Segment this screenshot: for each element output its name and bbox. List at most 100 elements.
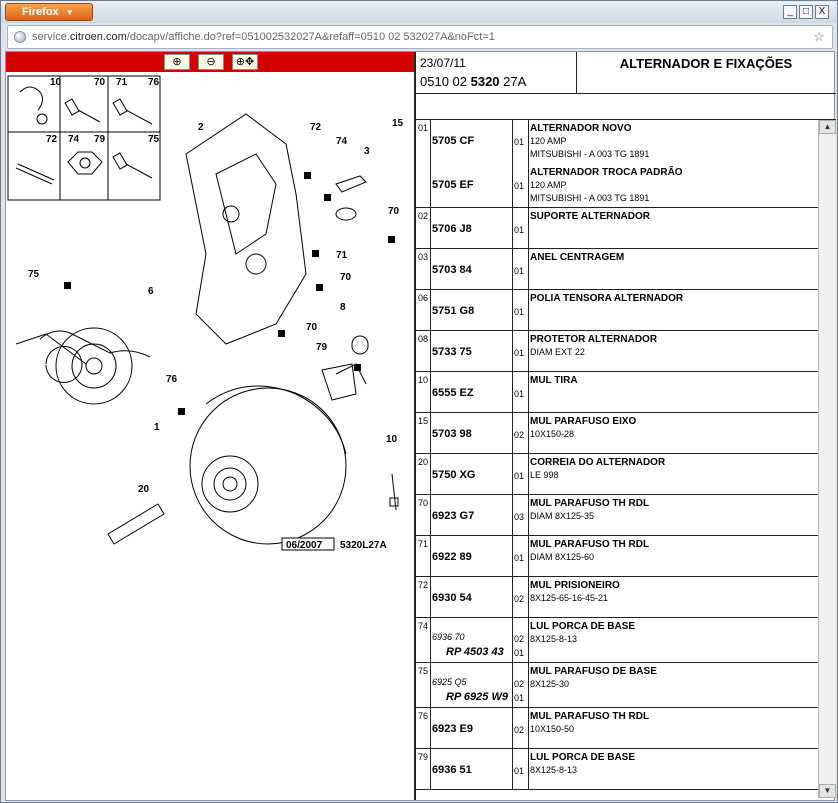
part-name: LUL PORCA DE BASE bbox=[530, 621, 636, 632]
part-code[interactable]: 5705 CF bbox=[432, 135, 475, 147]
part-code[interactable]: 5705 EF bbox=[432, 179, 474, 191]
part-code[interactable]: 6925 Q5 bbox=[432, 677, 467, 687]
scroll-down-icon[interactable]: ▼ bbox=[819, 784, 836, 798]
callout: 6 bbox=[148, 286, 154, 297]
part-name: ALTERNADOR NOVO bbox=[530, 123, 632, 134]
header-code-prefix: 0510 02 bbox=[420, 74, 471, 89]
url-text[interactable]: service.citroen.com/docapv/affiche.do?re… bbox=[32, 31, 495, 43]
part-detail: DIAM EXT 22 bbox=[530, 347, 585, 357]
column-divider bbox=[512, 290, 513, 331]
part-qty: 02 bbox=[514, 594, 525, 604]
part-qty: 01 bbox=[514, 766, 525, 776]
column-divider bbox=[528, 495, 529, 536]
callout: 76 bbox=[148, 77, 160, 88]
part-code[interactable]: 6936 51 bbox=[432, 764, 472, 776]
column-divider bbox=[512, 536, 513, 577]
column-divider bbox=[528, 249, 529, 290]
page-content: ⊕ ⊖ ⊕✥ bbox=[5, 51, 836, 801]
part-code[interactable]: 6923 E9 bbox=[432, 723, 473, 735]
column-divider bbox=[430, 290, 431, 331]
part-alt-qty: 01 bbox=[514, 693, 525, 703]
close-button[interactable]: X bbox=[815, 5, 829, 19]
callout: 2 bbox=[198, 122, 204, 133]
part-name: ANEL CENTRAGEM bbox=[530, 252, 625, 263]
exploded-parts-diagram[interactable]: 10 70 71 76 72 74 79 75 2 72 74 3 15 70 … bbox=[6, 74, 414, 554]
callout: 70 bbox=[94, 77, 106, 88]
callout: 8 bbox=[340, 302, 346, 313]
firefox-menu-button[interactable]: Firefox ▼ bbox=[5, 3, 93, 21]
part-code[interactable]: 5750 XG bbox=[432, 469, 476, 481]
part-qty: 02 bbox=[514, 725, 525, 735]
column-divider bbox=[512, 372, 513, 413]
column-divider bbox=[430, 577, 431, 618]
part-detail: 8X125-8-13 bbox=[530, 765, 578, 775]
part-code[interactable]: 6555 EZ bbox=[432, 387, 474, 399]
scroll-up-icon[interactable]: ▲ bbox=[819, 120, 836, 134]
callout: 70 bbox=[340, 272, 352, 283]
part-code[interactable]: 5703 98 bbox=[432, 428, 472, 440]
part-ref: 01 bbox=[418, 123, 429, 133]
header-divider bbox=[576, 52, 577, 94]
column-divider bbox=[528, 372, 529, 413]
column-divider bbox=[430, 663, 431, 708]
column-divider bbox=[528, 577, 529, 618]
part-alt-code[interactable]: RP 6925 W9 bbox=[446, 691, 508, 703]
part-qty: 02 bbox=[514, 634, 525, 644]
callout: 15 bbox=[392, 118, 404, 129]
part-name: PROTETOR ALTERNADOR bbox=[530, 334, 658, 345]
column-divider bbox=[430, 618, 431, 663]
column-divider bbox=[528, 708, 529, 749]
part-detail: 8X125-65-16-45-21 bbox=[530, 593, 609, 603]
callout: 70 bbox=[388, 206, 400, 217]
zoom-in-icon[interactable]: ⊕ bbox=[164, 54, 190, 70]
maximize-button[interactable]: □ bbox=[799, 5, 813, 19]
callout: 71 bbox=[116, 77, 128, 88]
part-code[interactable]: 5706 J8 bbox=[432, 223, 472, 235]
part-name: ALTERNADOR TROCA PADRÃO bbox=[530, 167, 683, 178]
part-code[interactable]: 5751 G8 bbox=[432, 305, 475, 317]
zoom-toolbar: ⊕ ⊖ ⊕✥ bbox=[6, 52, 414, 72]
callout: 71 bbox=[336, 250, 348, 261]
bookmark-star-icon[interactable]: ☆ bbox=[813, 29, 825, 44]
zoom-fit-icon[interactable]: ⊕✥ bbox=[232, 54, 258, 70]
part-ref: 10 bbox=[418, 375, 429, 385]
part-code[interactable]: 6922 89 bbox=[432, 551, 472, 563]
site-identity-icon[interactable] bbox=[14, 31, 26, 43]
part-code[interactable]: 6923 G7 bbox=[432, 510, 475, 522]
part-code[interactable]: 6936 70 bbox=[432, 632, 465, 642]
zoom-out-icon[interactable]: ⊖ bbox=[198, 54, 224, 70]
part-code[interactable]: 6930 54 bbox=[432, 592, 472, 604]
minimize-button[interactable]: _ bbox=[783, 5, 797, 19]
header-spacer bbox=[416, 94, 836, 120]
part-qty: 02 bbox=[514, 430, 525, 440]
column-divider bbox=[512, 749, 513, 790]
part-name: MUL PARAFUSO EIXO bbox=[530, 416, 637, 427]
part-ref: 15 bbox=[418, 416, 429, 426]
part-code[interactable]: 5703 84 bbox=[432, 264, 472, 276]
part-code[interactable]: 5733 75 bbox=[432, 346, 472, 358]
part-ref: 75 bbox=[418, 666, 429, 676]
part-name: MUL PARAFUSO TH RDL bbox=[530, 711, 650, 722]
column-divider bbox=[512, 454, 513, 495]
vertical-scrollbar[interactable]: ▲ ▼ bbox=[818, 120, 836, 798]
address-bar[interactable]: service.citroen.com/docapv/affiche.do?re… bbox=[7, 25, 833, 49]
part-detail: DIAM 8X125-60 bbox=[530, 552, 595, 562]
part-alt-code[interactable]: RP 4503 43 bbox=[446, 646, 504, 658]
column-divider bbox=[528, 663, 529, 708]
